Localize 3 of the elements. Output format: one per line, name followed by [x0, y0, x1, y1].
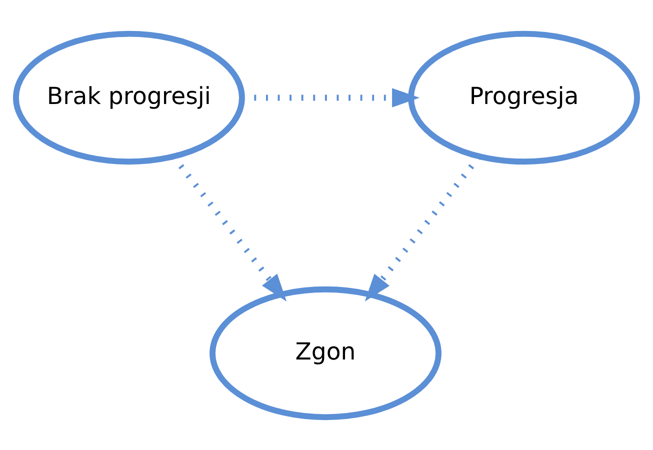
node-ellipse: Progresja	[408, 30, 640, 164]
node-ellipse: Brak progresji	[13, 30, 245, 164]
node-ellipse: Zgon	[210, 286, 442, 420]
